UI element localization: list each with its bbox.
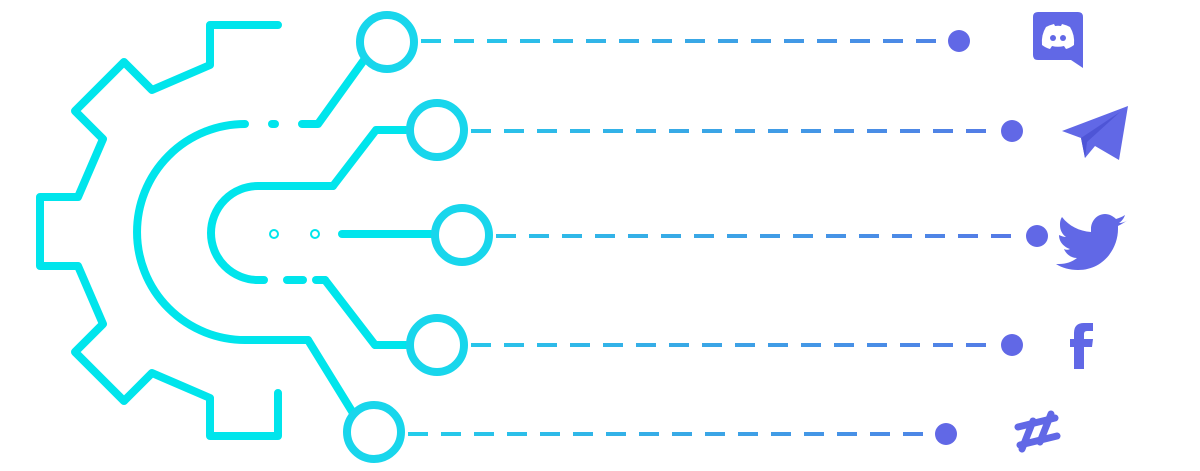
end-dot-twitter [1026, 225, 1048, 247]
facebook-icon[interactable] [1070, 323, 1093, 369]
branch-slack [304, 336, 357, 417]
node-telegram [406, 99, 468, 161]
discord-icon[interactable] [1033, 12, 1083, 68]
inner-c-arc [207, 182, 337, 284]
inner-circuit [133, 120, 337, 344]
branch-telegram [329, 126, 410, 190]
end-dots [935, 30, 1048, 445]
end-dot-telegram [1001, 120, 1023, 142]
dot-mark [310, 229, 320, 239]
branch-facebook [321, 276, 410, 349]
node-facebook [406, 314, 468, 376]
node-discord [356, 11, 418, 73]
node-twitter [431, 204, 493, 266]
end-dot-facebook [1001, 334, 1023, 356]
slack-icon[interactable] [1014, 410, 1061, 453]
branch-discord [298, 56, 368, 128]
node-slack [343, 401, 405, 463]
nodes [343, 11, 493, 463]
branches [298, 56, 435, 417]
outer-c-arc [133, 120, 312, 344]
dot-mark [269, 229, 279, 239]
end-dot-slack [935, 423, 957, 445]
twitter-icon[interactable] [1056, 214, 1128, 270]
gear-outline [36, 21, 282, 440]
connectors [408, 39, 1023, 436]
end-dot-discord [948, 30, 970, 52]
gear-icon [36, 21, 282, 440]
telegram-icon[interactable] [1062, 106, 1128, 160]
